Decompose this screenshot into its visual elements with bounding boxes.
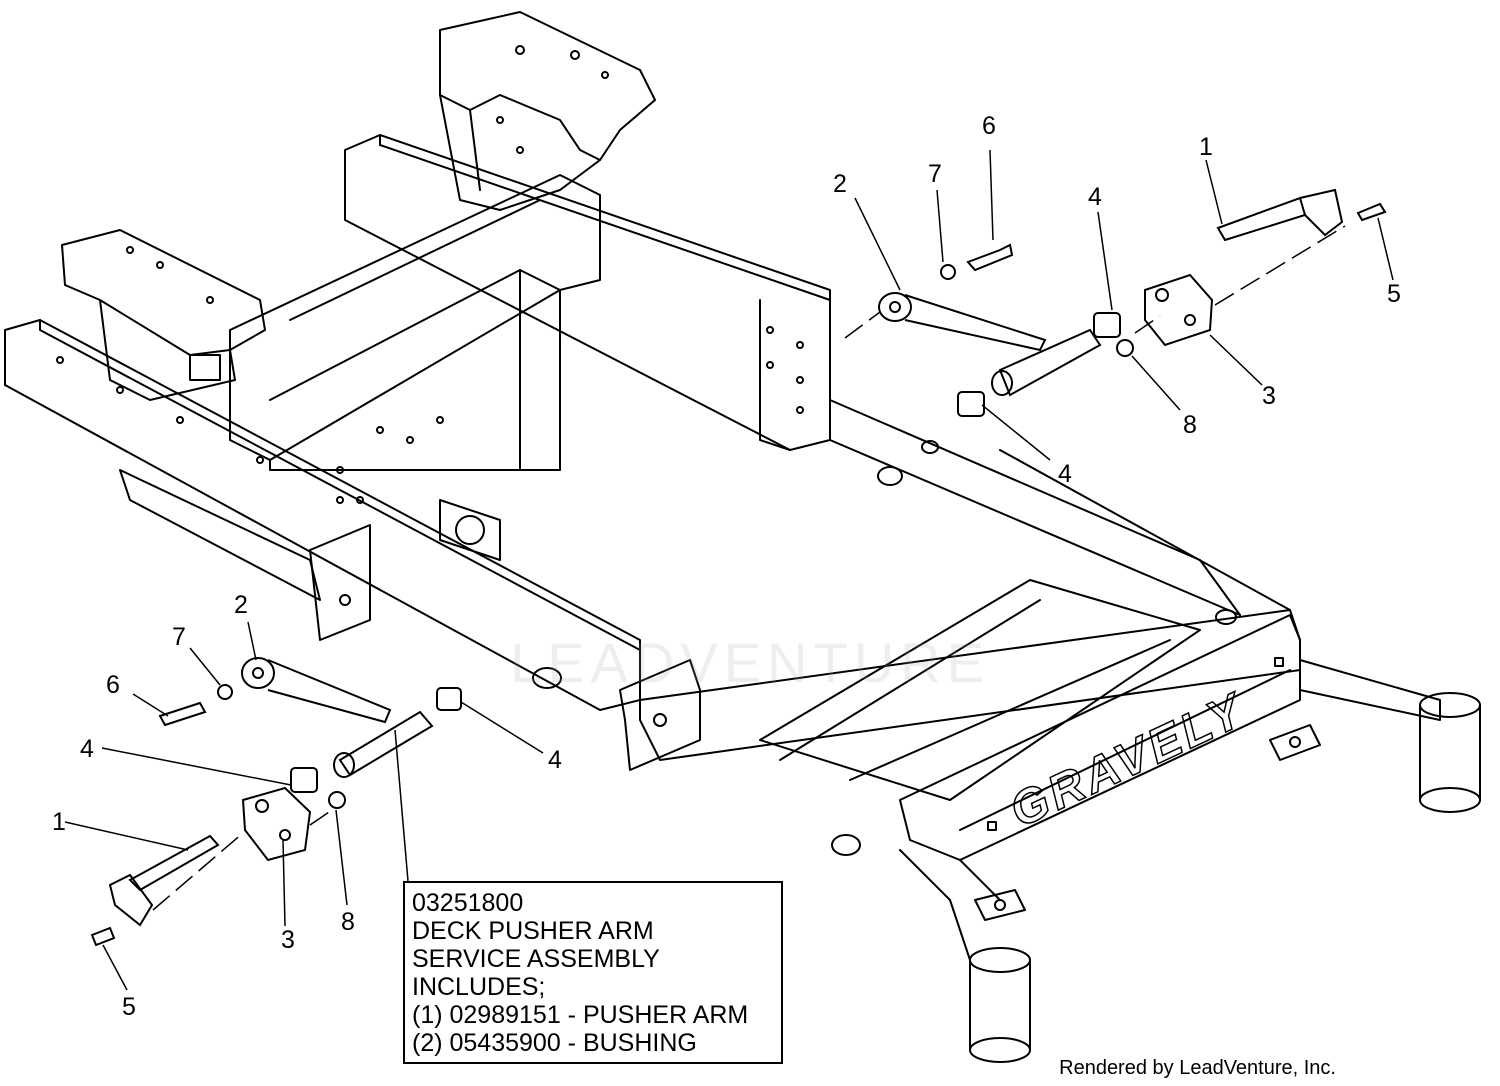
callout-2-lower: 2 xyxy=(234,591,248,619)
callout-1-upper: 1 xyxy=(1199,133,1213,161)
cross-member xyxy=(229,174,601,561)
note-item-pusher-arm: (1) 02989151 - PUSHER ARM xyxy=(412,1001,749,1029)
front-plate xyxy=(899,614,1301,861)
upper-arm-assembly xyxy=(878,188,1387,417)
callouts-lower-left: 2 7 6 4 4 1 3 8 5 xyxy=(52,591,562,1021)
callout-8-upper: 8 xyxy=(1183,411,1197,439)
leader-lines xyxy=(64,149,1394,991)
nut-lower xyxy=(328,791,346,809)
pivot-plate-lower xyxy=(241,786,312,862)
arm-pivot-eye-upper xyxy=(878,292,912,322)
render-credit: Rendered by LeadVenture, Inc. xyxy=(1059,1057,1336,1079)
callout-6-lower: 6 xyxy=(106,671,120,699)
callout-5-upper: 5 xyxy=(1387,280,1401,308)
note-title-line2: SERVICE ASSEMBLY xyxy=(412,945,660,973)
note-item-bushing: (2) 05435900 - BUSHING xyxy=(412,1029,697,1057)
callout-6-upper: 6 xyxy=(982,112,996,140)
lower-arm-assembly xyxy=(90,657,462,947)
note-part-number: 03251800 xyxy=(412,889,524,917)
callout-4-upper-top: 4 xyxy=(1088,183,1102,211)
arm-tube-lower xyxy=(338,710,434,777)
callout-7-lower: 7 xyxy=(172,623,186,651)
rail-stubs xyxy=(532,440,1237,856)
bolt-long-lower xyxy=(158,701,207,727)
callout-4-lower-right: 4 xyxy=(548,746,562,774)
arm-tube-upper xyxy=(998,328,1102,397)
bolt-small-upper xyxy=(1356,202,1387,222)
pivot-plate-upper xyxy=(1144,273,1214,347)
washer-lower xyxy=(217,684,233,700)
caster-mount-left xyxy=(899,849,1031,1063)
bushing-right-lower xyxy=(436,687,462,711)
bushing-left-lower xyxy=(290,767,318,793)
rail-pusher-bracket xyxy=(309,524,701,771)
alignment-lines xyxy=(152,225,1346,911)
washer-upper xyxy=(940,264,956,280)
nut-upper xyxy=(1116,339,1134,357)
pusher-arm-upper xyxy=(904,294,1047,352)
bushing-upper-upper xyxy=(1093,312,1121,338)
right-upper-frame xyxy=(344,134,831,451)
rear-tower xyxy=(439,11,656,211)
left-bracket xyxy=(61,229,266,401)
pusher-arm-lower xyxy=(267,659,392,724)
bushing-lower-upper xyxy=(957,391,985,417)
callout-8-lower: 8 xyxy=(341,908,355,936)
bolt-small-lower xyxy=(90,926,116,947)
bolt-long-upper xyxy=(966,243,1014,272)
note-includes: INCLUDES; xyxy=(412,973,546,1001)
callout-2-upper: 2 xyxy=(833,170,847,198)
callout-1-lower: 1 xyxy=(52,808,66,836)
footrest-plate xyxy=(759,579,1201,801)
pin-upper xyxy=(1216,196,1307,242)
callout-3-upper: 3 xyxy=(1262,382,1276,410)
callout-5-lower: 5 xyxy=(122,993,136,1021)
watermark: LEADVENTURE xyxy=(510,631,990,694)
caster-mount-right xyxy=(1269,659,1481,813)
service-assembly-note: 03251800 DECK PUSHER ARM SERVICE ASSEMBL… xyxy=(403,881,783,1064)
callout-4-upper-bottom: 4 xyxy=(1058,460,1072,488)
note-title-line1: DECK PUSHER ARM xyxy=(412,917,654,945)
callout-7-upper: 7 xyxy=(928,160,942,188)
callout-4-lower-left: 4 xyxy=(80,735,94,763)
callouts-upper-right: 6 7 2 4 1 5 3 8 4 xyxy=(833,112,1401,488)
arm-pivot-eye-lower xyxy=(241,657,275,689)
callout-3-lower: 3 xyxy=(281,926,295,954)
pin-lower xyxy=(128,834,220,892)
